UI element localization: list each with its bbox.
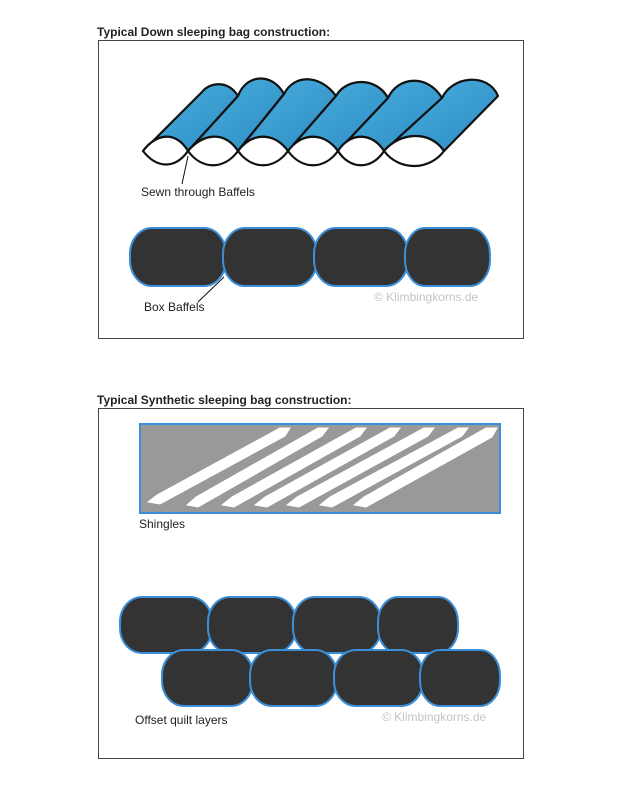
- sewn-through-label: Sewn through Baffels: [141, 185, 255, 199]
- shingles-diagram: [139, 423, 501, 514]
- box-chamber: [404, 227, 491, 287]
- synthetic-section-title: Typical Synthetic sleeping bag construct…: [97, 393, 352, 407]
- down-section-title: Typical Down sleeping bag construction:: [97, 25, 331, 39]
- sewn-pointer-line: [181, 155, 189, 185]
- shingle: [285, 427, 435, 508]
- quilt-chamber-bottom: [333, 649, 424, 707]
- box-baffles: [129, 227, 491, 287]
- quilt-chamber-bottom: [249, 649, 338, 707]
- sewn-through-baffles: [141, 77, 500, 167]
- quilt-chamber-top: [119, 596, 213, 654]
- quilt-chamber-bottom: [161, 649, 254, 707]
- synthetic-watermark: © Klimbingkorns.de: [382, 710, 487, 724]
- box-chamber: [222, 227, 318, 287]
- down-watermark: © Klimbingkorns.de: [374, 290, 479, 304]
- box-chamber: [313, 227, 409, 287]
- box-baffles-label: Box Baffels: [144, 300, 205, 314]
- quilt-chamber-top: [292, 596, 382, 654]
- offset-quilt-layers: [119, 596, 501, 707]
- shingles-label: Shingles: [139, 517, 186, 531]
- baffle-pocket: [382, 135, 446, 167]
- shingle: [318, 427, 469, 508]
- quilt-chamber-bottom: [419, 649, 501, 707]
- shingle: [253, 427, 401, 508]
- box-pointer-line: [197, 276, 225, 303]
- offset-quilt-label: Offset quilt layers: [135, 713, 228, 727]
- quilt-chamber-top: [207, 596, 297, 654]
- quilt-chamber-top: [377, 596, 459, 654]
- shingle: [352, 427, 498, 508]
- box-chamber: [129, 227, 227, 287]
- shingle: [146, 427, 291, 505]
- shingle: [220, 427, 367, 508]
- shingle: [185, 427, 329, 508]
